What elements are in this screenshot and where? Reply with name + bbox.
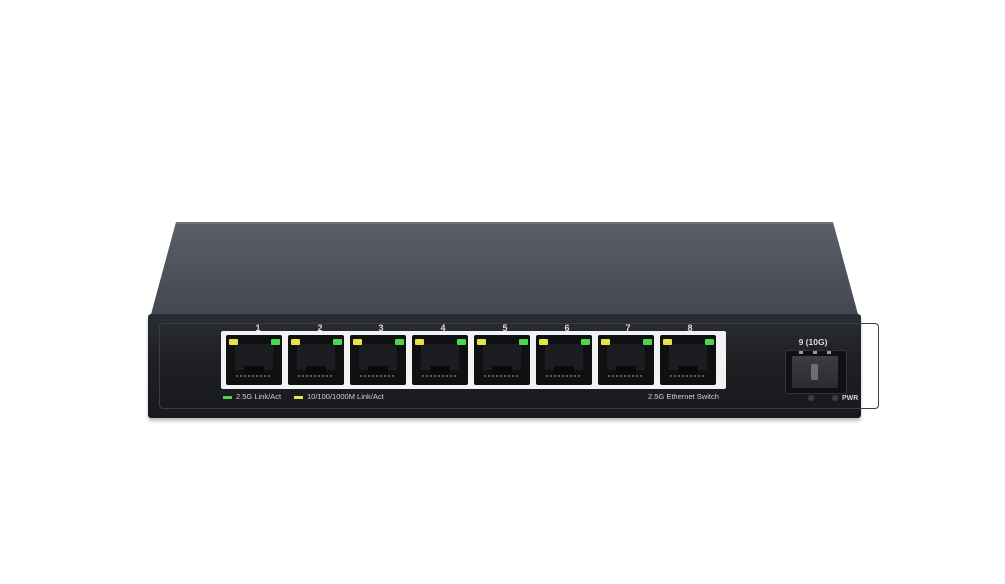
- led-yellow-icon: [663, 339, 672, 345]
- legend-1g-label: 10/100/1000M Link/Act: [307, 392, 384, 401]
- led-green-icon: [271, 339, 280, 345]
- sfp-pin-icon: [827, 351, 831, 354]
- legend-1g: 10/100/1000M Link/Act: [294, 392, 384, 402]
- led-green-icon: [333, 339, 342, 345]
- led-green-icon: [643, 339, 652, 345]
- led-yellow-icon: [415, 339, 424, 345]
- port-number-1: 1: [255, 323, 261, 333]
- port-number-2: 2: [317, 323, 323, 333]
- green-swatch-icon: [223, 395, 232, 399]
- sfp-led-icon: [808, 395, 814, 401]
- yellow-swatch-icon: [294, 395, 303, 399]
- led-yellow-icon: [229, 339, 238, 345]
- port-number-7: 7: [625, 323, 631, 333]
- led-green-icon: [519, 339, 528, 345]
- switch-top-cover: [150, 222, 859, 318]
- led-yellow-icon: [291, 339, 300, 345]
- top-cover-edge: [176, 222, 833, 224]
- port-number-3: 3: [378, 323, 384, 333]
- led-green-icon: [457, 339, 466, 345]
- sfp-pin-icon: [799, 351, 803, 354]
- rj45-port-5[interactable]: [474, 335, 530, 385]
- port-number-4: 4: [440, 323, 446, 333]
- led-yellow-icon: [353, 339, 362, 345]
- sfp-pin-icon: [813, 351, 817, 354]
- power-led-icon: [832, 395, 838, 401]
- led-green-icon: [705, 339, 714, 345]
- power-label: PWR: [842, 395, 859, 402]
- legend-25g-label: 2.5G Link/Act: [236, 392, 282, 401]
- port-number-6: 6: [564, 323, 570, 333]
- led-yellow-icon: [601, 339, 610, 345]
- model-label: 2.5G Ethernet Switch: [648, 392, 719, 401]
- port-number-5: 5: [502, 323, 508, 333]
- sfp-latch-icon: [811, 364, 818, 380]
- legend-25g: 2.5G Link/Act: [223, 392, 281, 402]
- rj45-port-1[interactable]: [226, 335, 282, 385]
- front-bezel: [159, 323, 879, 409]
- led-yellow-icon: [539, 339, 548, 345]
- led-green-icon: [581, 339, 590, 345]
- sfp-port-label: 9 (10G): [798, 337, 828, 347]
- led-green-icon: [395, 339, 404, 345]
- port-number-8: 8: [687, 323, 693, 333]
- led-yellow-icon: [477, 339, 486, 345]
